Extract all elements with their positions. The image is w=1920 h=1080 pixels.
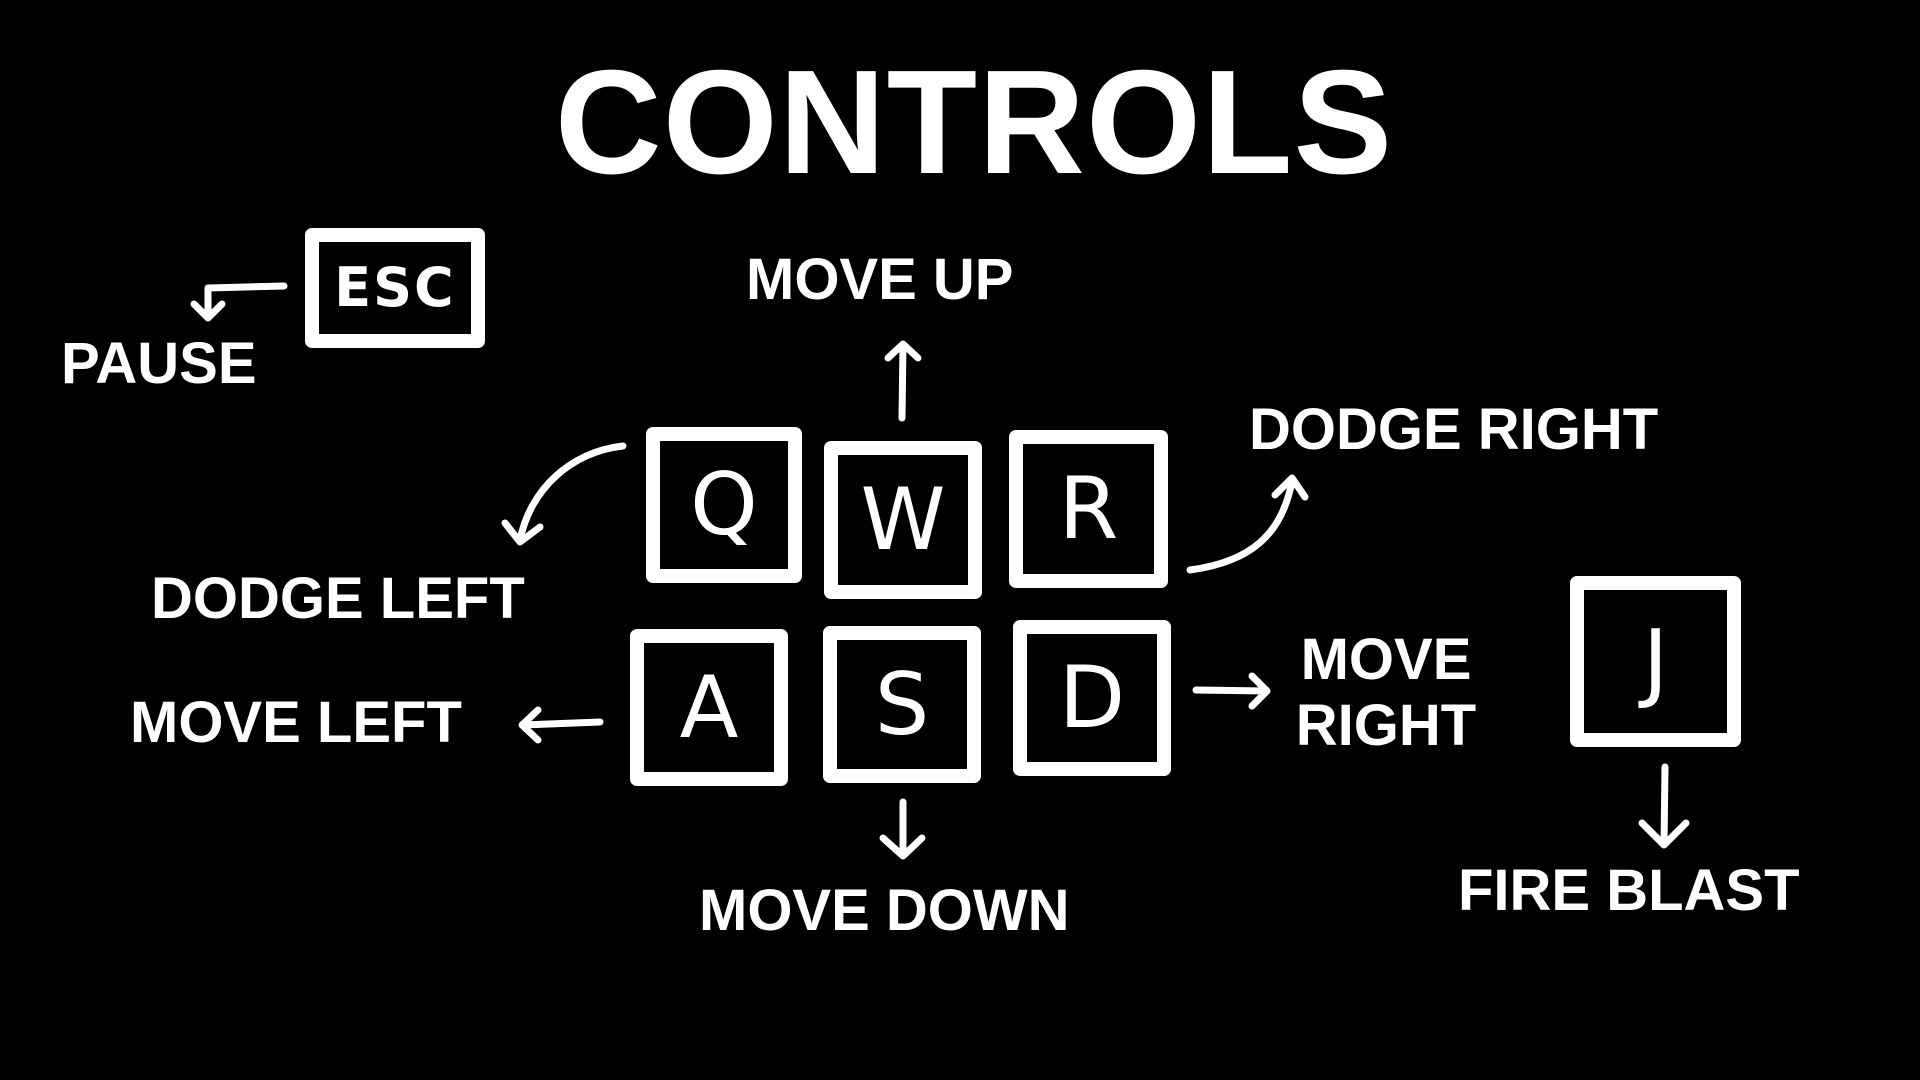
arrow-pause-icon: [190, 282, 288, 322]
key-q: Q: [646, 427, 802, 583]
key-a-label: A: [679, 657, 739, 758]
label-dodge-right: DODGE RIGHT: [1249, 397, 1659, 462]
label-dodge-left: DODGE LEFT: [151, 566, 525, 631]
arrow-left-icon: [518, 706, 604, 744]
key-d-label: D: [1058, 648, 1126, 748]
label-pause: PAUSE: [61, 331, 257, 396]
label-move-up: MOVE UP: [746, 247, 1014, 312]
key-esc-label: ESC: [334, 256, 456, 319]
arrow-fire-icon: [1638, 763, 1690, 849]
key-r-label: R: [1058, 459, 1119, 559]
label-move-right: MOVE RIGHT: [1295, 627, 1477, 758]
key-d: D: [1013, 620, 1171, 776]
key-j-label: J: [1642, 611, 1669, 712]
arrow-right-icon: [1192, 672, 1271, 710]
key-esc: ESC: [305, 228, 485, 348]
key-q-label: Q: [690, 455, 758, 555]
arrow-dodge-right-icon: [1186, 474, 1309, 574]
key-w-label: W: [860, 470, 946, 570]
key-s-label: S: [874, 654, 930, 755]
key-r: R: [1009, 430, 1168, 588]
key-a: A: [630, 629, 788, 786]
label-move-left: MOVE LEFT: [130, 690, 462, 755]
page-title: CONTROLS: [554, 40, 1394, 205]
label-fire-blast: FIRE BLAST: [1458, 858, 1800, 923]
arrow-up-icon: [884, 340, 922, 422]
arrow-down-icon: [879, 798, 926, 860]
key-j: J: [1570, 576, 1741, 747]
arrow-dodge-left-icon: [501, 442, 627, 546]
key-w: W: [824, 441, 982, 599]
label-move-down: MOVE DOWN: [699, 878, 1070, 943]
key-s: S: [823, 626, 981, 783]
